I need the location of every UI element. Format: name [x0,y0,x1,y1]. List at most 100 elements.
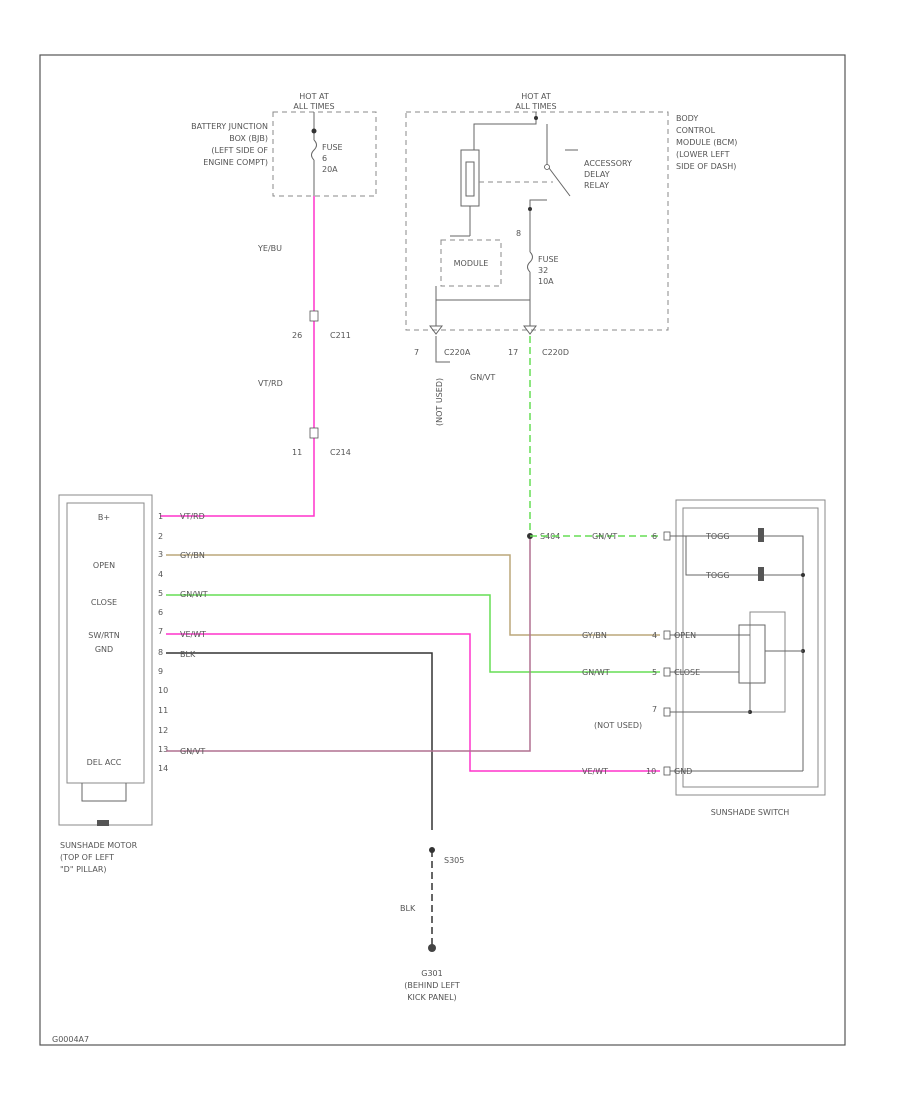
motor-caption-3: "D" PILLAR) [60,865,107,874]
wire-sw-rtn [166,633,660,772]
diagram-frame [39,54,846,1046]
switch-pin-4-icon [663,630,671,640]
bcm-location-3: MODULE (BCM) [676,138,737,147]
switch-open-pin: 4 [652,631,657,640]
relay-output [529,199,547,230]
relay-switch-arm [548,167,571,197]
motor-pin-9: 9 [158,667,163,676]
bjb-outline [272,111,377,197]
motor-pin-6: 6 [158,608,163,617]
fuse-6-icon [311,139,317,161]
module-outline [440,239,502,287]
motor-pin-7: 7 [158,627,163,636]
switch-contact-1: TOGG [705,532,730,541]
switch-close-label: CLOSE [674,668,700,677]
switch-pin-6: 6 [652,532,657,541]
bjb-location-2: BOX (BJB) [229,134,268,143]
switch-toggle-1-icon [758,528,764,542]
switch-right-bus [764,535,804,771]
wire-del-acc [166,536,531,752]
motor-label-sw-rtn: SW/RTN [88,631,120,640]
motor-outline [58,494,153,826]
bjb-location-4: ENGINE COMPT) [203,158,268,167]
not-used-label: (NOT USED) [435,378,444,426]
switch-gn-vt-label: GN/VT [592,532,617,541]
motor-label-gnd: GND [95,645,113,654]
ground-name: G301 [421,969,442,978]
connector-c220d-name: C220D [542,348,569,357]
bcm-location-1: BODY [676,114,698,123]
connector-c211-name: C211 [330,331,351,340]
motor-wire-label-4: VE/WT [180,630,206,639]
battery-junction-box: HOT AT ALL TIMES BATTERY JUNCTION BOX (B… [191,92,377,197]
wire-label-vt-rd: VT/RD [258,379,283,388]
bjb-hot-label-1: HOT AT [299,92,329,101]
switch-outline [675,499,826,796]
fuse-32-label-3: 10A [538,277,554,286]
motor-pin-14: 14 [158,764,168,773]
bjb-location-3: (LEFT SIDE OF [211,146,268,155]
connector-c214-pin: 11 [292,448,302,457]
fuse-32-pin: 8 [516,229,521,238]
switch-open-wire-label: GY/BN [582,631,607,640]
wire-label-ye-bu: YE/BU [257,244,282,253]
wire-open [166,554,660,636]
bcm-hot-label-1: HOT AT [521,92,551,101]
bcm-hot-label-2: ALL TIMES [515,102,556,111]
wire-label-gn-vt: GN/VT [470,373,495,382]
fuse-32-icon [527,251,533,273]
sunshade-motor: B+ OPEN CLOSE SW/RTN GND DEL ACC SUNSHAD… [58,494,168,874]
motor-inner-outline [66,502,145,784]
bcm-outline [405,111,669,331]
motor-label-close: CLOSE [91,598,117,607]
motor-wire-label-6: GN/VT [180,747,205,756]
switch-pin-10-icon [663,766,671,776]
switch-close-pin: 5 [652,668,657,677]
switch-notused-pin: 7 [652,705,657,714]
switch-gnd-label: GND [674,767,692,776]
bcm-bus [473,112,537,150]
motor-label-open: OPEN [93,561,115,570]
ground-location-1: (BEHIND LEFT [404,981,460,990]
motor-caption-1: SUNSHADE MOTOR [60,841,138,850]
fuse-32-label-2: 32 [538,266,548,275]
relay-label-3: RELAY [584,181,609,190]
motor-pin-11: 11 [158,706,168,715]
wire-close [166,594,660,673]
splice-s404-label: S404 [540,532,560,541]
switch-gnd-pin: 10 [646,767,656,776]
motor-pin-5: 5 [158,589,163,598]
switch-inner-outline [682,507,819,788]
diagram-footer-code: G0004A7 [52,1035,89,1044]
switch-caption: SUNSHADE SWITCH [711,808,790,817]
motor-label-b-plus: B+ [98,513,110,522]
connector-c220a-name: C220A [444,348,471,357]
connector-c220d-pin: 17 [508,348,518,357]
connector-c211-icon [309,310,319,322]
switch-toggle-2-icon [758,567,764,581]
relay-label-1: ACCESSORY [584,159,632,168]
body-control-module: HOT AT ALL TIMES BODY CONTROL MODULE (BC… [405,92,737,331]
switch-pin-6-icon [663,531,671,541]
motor-pin-1: 1 [158,512,163,521]
ground-wire-label: BLK [400,904,416,913]
motor-pin-10: 10 [158,686,168,695]
bjb-hot-label-2: ALL TIMES [293,102,334,111]
switch-pot-frame [749,611,786,713]
relay-coil-outline [460,149,480,207]
motor-pin-8: 8 [158,648,163,657]
relay-contact-1 [544,164,550,170]
ground-icon [428,944,436,952]
relay-coil-icon [465,161,475,197]
c220a-stub [435,336,450,363]
fuse-6-label-3: 20A [322,165,338,174]
ground-g301: S305 BLK G301 (BEHIND LEFT KICK PANEL) [400,847,464,1002]
fuse-32-label-1: FUSE [538,255,559,264]
connector-c214-name: C214 [330,448,351,457]
connector-c220d-icon [523,325,537,335]
bcm-location-5: SIDE OF DASH) [676,162,736,171]
module-label: MODULE [454,259,489,268]
connector-c214-icon [309,427,319,439]
bjb-bus-dot [311,128,317,134]
